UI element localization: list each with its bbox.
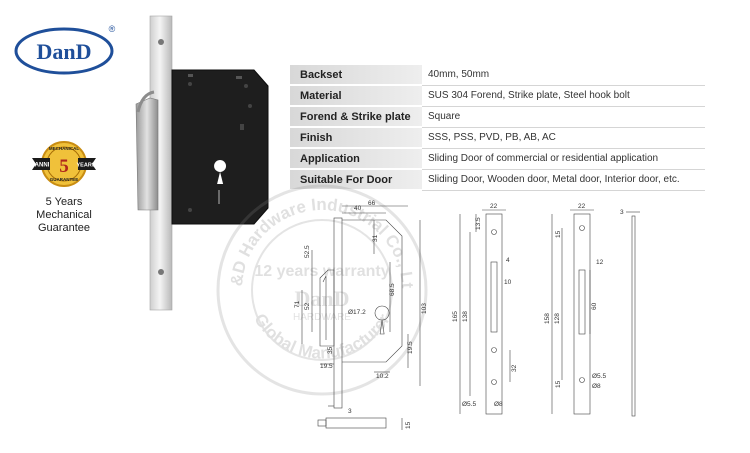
dim-5-5-strike: Ø5.5: [592, 373, 606, 380]
spec-row-forend: Forend & Strike plate Square: [290, 106, 705, 128]
spec-row-material: Material SUS 304 Forend, Strike plate, S…: [290, 85, 705, 107]
dim-165: 165: [452, 311, 459, 322]
logo-text: DanD: [36, 39, 91, 64]
hook-bolt: [135, 97, 159, 211]
spec-label: Application: [290, 148, 422, 170]
dand-logo: DanD ®: [14, 24, 116, 75]
dim-5-5-forend: Ø5.5: [462, 401, 476, 408]
dim-138: 138: [462, 311, 469, 322]
strike-plate-drawing: [551, 209, 640, 417]
dim-60: 60: [591, 302, 598, 310]
spec-value: Sliding Door of commercial or residentia…: [422, 148, 705, 170]
dim-10: 10: [504, 279, 512, 286]
guarantee-line-3: Guarantee: [38, 222, 90, 234]
spec-value: SSS, PSS, PVD, PB, AB, AC: [422, 127, 705, 149]
dim-128: 128: [554, 313, 561, 324]
watermark-middle-text: 12 years warranty: [254, 263, 389, 280]
spec-value: Sliding Door, Wooden door, Metal door, I…: [422, 169, 705, 191]
lock-case: [171, 69, 269, 225]
badge-ribbon-left: ANNI: [35, 163, 50, 169]
dim-15-bolt: 15: [405, 421, 412, 429]
dim-40: 40: [354, 205, 362, 212]
dim-8-strike: Ø8: [592, 383, 601, 390]
dim-68-5: 68.5: [389, 283, 396, 296]
spec-label: Material: [290, 85, 422, 107]
dim-17-2: Ø17.2: [348, 309, 366, 316]
spec-row-application: Application Sliding Door of commercial o…: [290, 148, 705, 170]
mortise-lock-image: [135, 15, 269, 311]
spec-value: Square: [422, 106, 705, 128]
badge-ribbon-right: YEARS: [77, 163, 96, 169]
dim-103: 103: [421, 303, 428, 314]
spec-row-suitable-door: Suitable For Door Sliding Door, Wooden d…: [290, 169, 705, 191]
dim-8-forend: Ø8: [494, 401, 503, 408]
dim-4: 4: [506, 257, 510, 264]
spec-label: Finish: [290, 127, 422, 149]
dim-52-5: 52.5: [304, 245, 311, 258]
badge-number: 5: [59, 156, 69, 177]
badge-top-text: MECHANICAL: [49, 146, 79, 151]
spec-label: Forend & Strike plate: [290, 106, 422, 128]
spec-label: Backset: [290, 65, 422, 86]
five-year-badge: MECHANICAL ANNI YEARS 5 GUARANTEE: [32, 141, 96, 187]
badge-bottom-text: GUARANTEE: [50, 177, 79, 182]
spec-value: 40mm, 50mm: [422, 65, 705, 86]
dim-10-2: 10.2: [376, 373, 389, 380]
dim-12: 12: [596, 259, 604, 266]
dim-22-strike: 22: [578, 203, 586, 210]
guarantee-line-1: 5 Years: [45, 196, 83, 208]
spec-label: Suitable For Door: [290, 169, 422, 191]
dim-158: 158: [544, 313, 551, 324]
spec-table: Backset 40mm, 50mm Material SUS 304 Fore…: [290, 65, 705, 191]
dim-35: 35: [327, 346, 334, 354]
spec-row-backset: Backset 40mm, 50mm: [290, 65, 705, 86]
spec-value: SUS 304 Forend, Strike plate, Steel hook…: [422, 85, 705, 107]
dim-66: 66: [368, 200, 376, 207]
dim-3-strike: 3: [620, 209, 624, 216]
dim-31: 31: [372, 234, 379, 242]
dim-19-5-right: 19.5: [407, 341, 414, 354]
guarantee-caption: 5 Years Mechanical Guarantee: [20, 196, 108, 235]
cylinder-hole: [214, 160, 227, 184]
dim-32: 32: [511, 364, 518, 372]
dim-13-5: 13.5: [475, 217, 482, 230]
watermark-logo: DanD: [294, 286, 349, 311]
dim-15-strike-bottom: 15: [555, 380, 562, 388]
watermark-hardware: HARDWARE: [293, 312, 351, 323]
registered-mark: ®: [109, 24, 116, 34]
spec-row-finish: Finish SSS, PSS, PVD, PB, AB, AC: [290, 127, 705, 149]
forend-drawing: [459, 209, 511, 415]
watermark-seal: D&D Hardware Industrial Co., Ltd Global …: [212, 180, 428, 396]
dim-15-strike-top: 15: [555, 230, 562, 238]
dim-19-5-left: 19.5: [320, 363, 333, 370]
dim-52: 52: [304, 302, 311, 310]
guarantee-line-2: Mechanical: [36, 209, 92, 221]
technical-drawings: 66 40 31 52.5 71 52 68.5 103 Ø17.2 19.5 …: [294, 200, 640, 430]
dim-3-bolt: 3: [348, 408, 352, 415]
dim-22-forend: 22: [490, 203, 498, 210]
front-view-drawing: [301, 205, 421, 430]
dim-71: 71: [294, 300, 301, 308]
